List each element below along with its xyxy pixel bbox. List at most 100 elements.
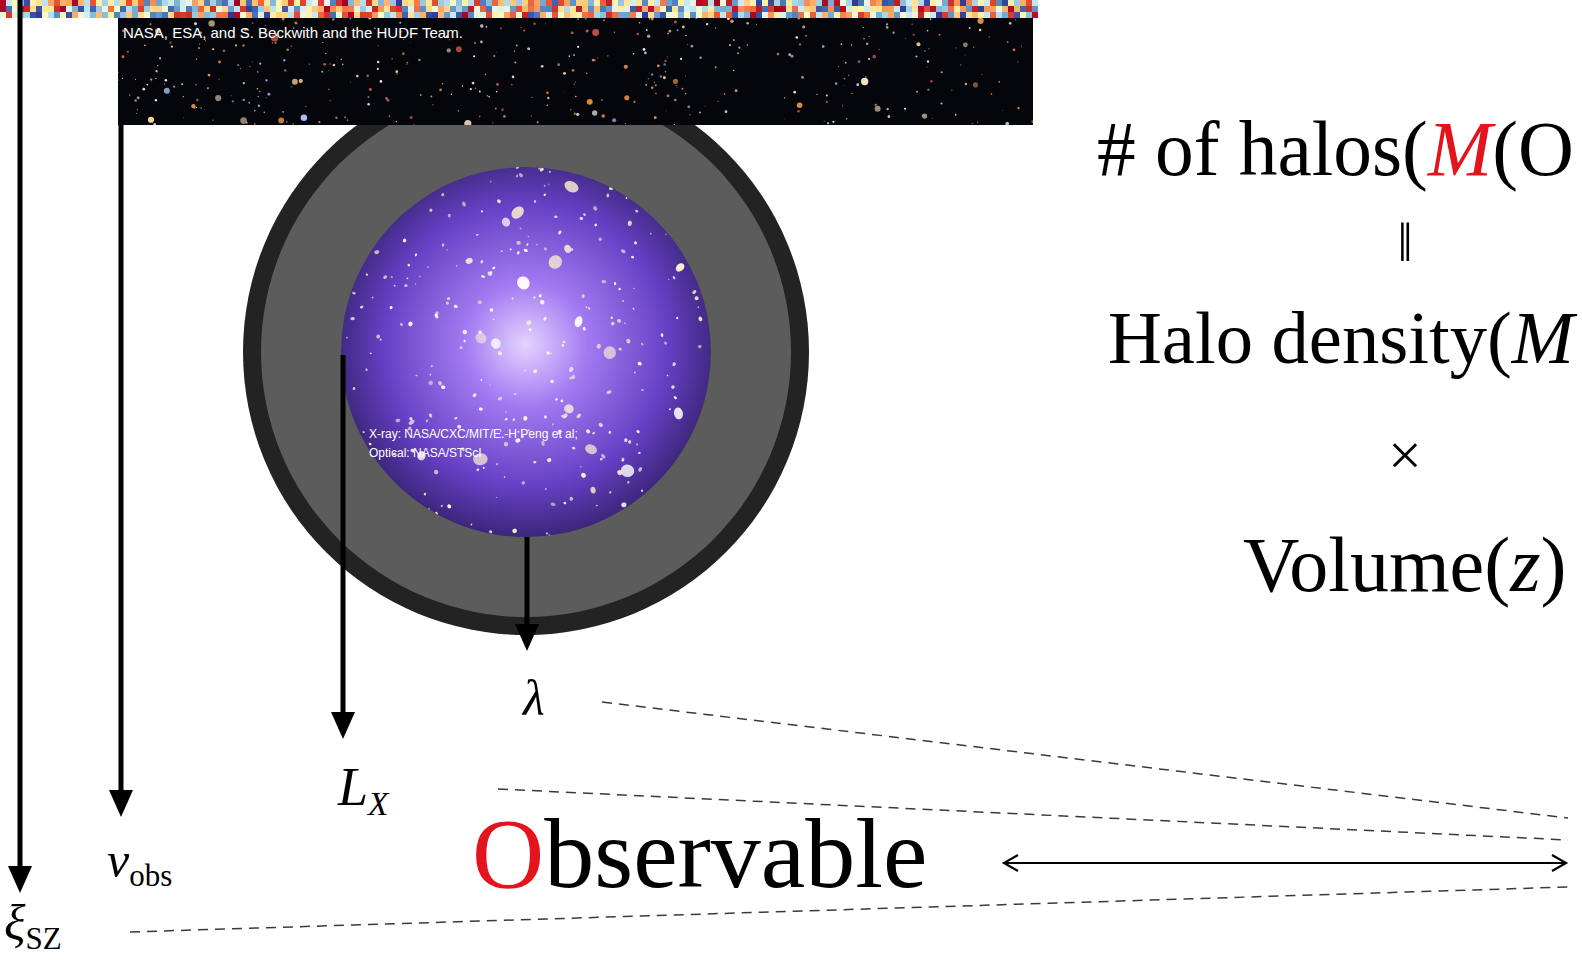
galaxy-dot xyxy=(475,88,477,90)
cluster-galaxy xyxy=(505,411,507,412)
cmb-cell xyxy=(492,6,498,12)
cmb-cell xyxy=(546,6,552,12)
cmb-cell xyxy=(336,6,342,12)
galaxy-dot xyxy=(822,45,824,47)
cluster-galaxy xyxy=(431,365,433,368)
galaxy-dot xyxy=(503,115,506,118)
cluster-galaxy xyxy=(496,497,498,499)
galaxy-dot xyxy=(793,91,796,94)
cmb-cell xyxy=(270,6,276,12)
galaxy-dot xyxy=(651,18,654,20)
galaxy-dot xyxy=(664,60,666,62)
cmb-cell xyxy=(0,0,6,6)
cluster-galaxy xyxy=(552,423,555,426)
galaxy-dot xyxy=(242,44,245,47)
cmb-cell xyxy=(642,0,648,6)
cluster-galaxy xyxy=(609,187,613,190)
cmb-cell xyxy=(186,0,192,6)
cmb-cell xyxy=(702,0,708,6)
deep-field-credit-panel: NASA, ESA, and S. Beckwith and the HUDF … xyxy=(118,18,1033,125)
cmb-cell xyxy=(882,0,888,6)
galaxy-dot xyxy=(913,33,915,35)
cmb-cell xyxy=(720,0,726,6)
galaxy-dot xyxy=(183,117,185,119)
cmb-cell xyxy=(198,0,204,6)
cluster-galaxy xyxy=(669,408,671,410)
cluster-galaxy xyxy=(628,440,632,444)
cmb-cell xyxy=(570,6,576,12)
cmb-cell xyxy=(120,6,126,12)
cmb-cell xyxy=(162,6,168,12)
cluster-galaxy xyxy=(465,257,474,265)
galaxy-dot xyxy=(137,96,140,99)
galaxy-dot xyxy=(1002,109,1004,111)
cluster-galaxy xyxy=(365,273,368,276)
galaxy-dot xyxy=(886,23,888,25)
galaxy-dot xyxy=(547,97,549,99)
galaxy-dot xyxy=(916,42,920,46)
galaxy-dot xyxy=(199,43,200,44)
galaxy-dot xyxy=(246,122,248,124)
cmb-cell xyxy=(858,12,864,18)
cluster-galaxy xyxy=(528,328,532,332)
cluster-galaxy xyxy=(571,446,575,450)
galaxy-dot xyxy=(1009,22,1012,25)
cmb-cell xyxy=(468,6,474,12)
cmb-cell xyxy=(516,6,522,12)
cluster-galaxy xyxy=(695,296,699,300)
galaxy-dot xyxy=(646,29,648,31)
galaxy-dot xyxy=(746,22,748,24)
cmb-cell xyxy=(912,12,918,18)
cmb-cell xyxy=(228,12,234,18)
cmb-cell xyxy=(600,0,606,6)
cmb-cell xyxy=(564,0,570,6)
galaxy-dot xyxy=(496,91,497,92)
galaxy-dot xyxy=(756,24,757,25)
cmb-cell xyxy=(816,6,822,12)
cluster-galaxy xyxy=(562,179,580,195)
cmb-cell xyxy=(828,12,834,18)
cluster-galaxy xyxy=(568,376,573,381)
cmb-cell xyxy=(138,6,144,12)
galaxy-dot xyxy=(396,121,397,122)
cmb-cell xyxy=(780,0,786,6)
cluster-galaxy xyxy=(441,193,445,197)
galaxy-dot xyxy=(955,114,957,116)
cmb-cell xyxy=(342,12,348,18)
cmb-cell xyxy=(66,12,72,18)
cluster-galaxy xyxy=(453,304,458,308)
text-part: bservable xyxy=(544,798,927,909)
cluster-galaxy xyxy=(543,247,547,251)
cmb-cell xyxy=(486,6,492,12)
cmb-cell xyxy=(654,12,660,18)
cluster-galaxy xyxy=(543,193,546,196)
cmb-cell xyxy=(0,12,6,18)
cmb-cell xyxy=(426,6,432,12)
cmb-cell xyxy=(150,6,156,12)
cmb-cell xyxy=(330,0,336,6)
galaxy-dot xyxy=(545,23,546,24)
cmb-cell xyxy=(588,12,594,18)
cmb-cell xyxy=(480,12,486,18)
cmb-cell xyxy=(156,0,162,6)
cmb-cell xyxy=(420,12,426,18)
galaxy-dot xyxy=(685,35,687,37)
cmb-cell xyxy=(648,0,654,6)
cmb-cell xyxy=(414,12,420,18)
galaxy-dot xyxy=(633,53,635,55)
cmb-cell xyxy=(498,12,504,18)
cluster-galaxy xyxy=(407,263,411,267)
cluster-galaxy xyxy=(476,468,480,472)
galaxy-dot xyxy=(495,107,497,109)
text-part: λ xyxy=(523,670,545,726)
cluster-galaxy xyxy=(476,234,479,236)
galaxy-dot xyxy=(257,71,258,72)
cmb-cell xyxy=(480,6,486,12)
cmb-cell xyxy=(762,12,768,18)
galaxy-dot xyxy=(341,59,342,60)
galaxy-dot xyxy=(159,57,161,59)
galaxy-dot xyxy=(369,88,372,91)
cmb-cell xyxy=(732,6,738,12)
galaxy-dot xyxy=(212,119,213,120)
cluster-galaxy xyxy=(618,347,622,351)
